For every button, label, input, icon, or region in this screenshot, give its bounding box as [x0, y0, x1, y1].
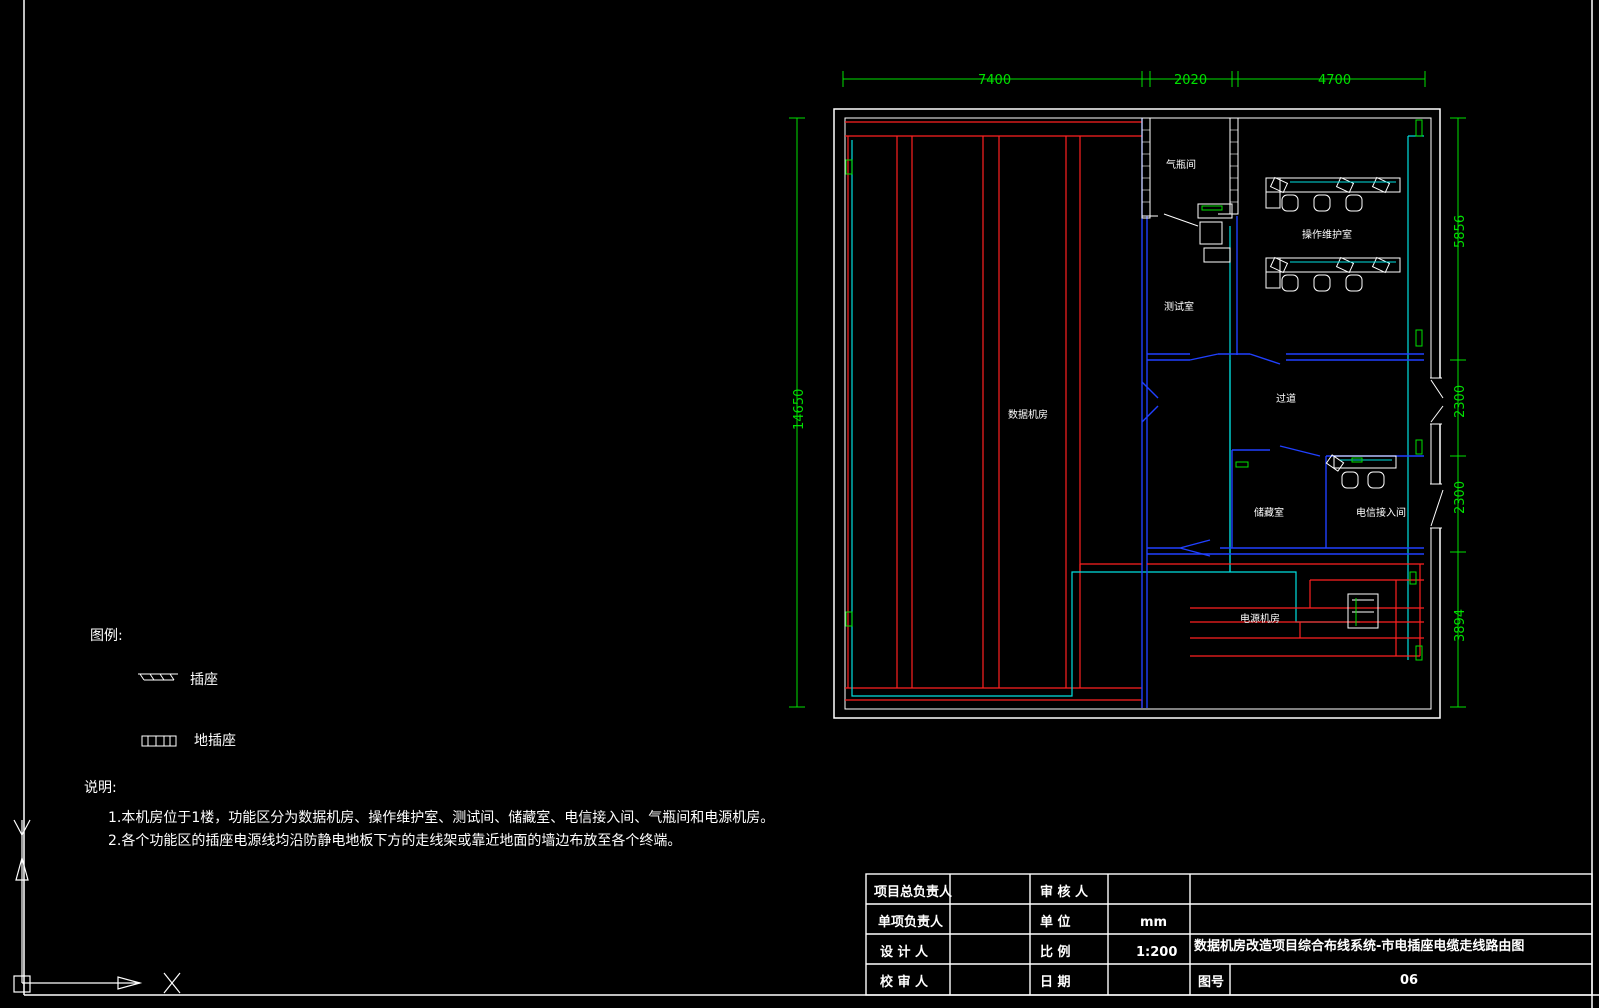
dim-right-1: 5856 [1453, 215, 1468, 248]
floor-plan: 数据机房 气瓶间 操作维护室 测试室 过道 储藏室 电信接入间 电源机房 [833, 108, 1444, 719]
room-label-gas-room: 气瓶间 [1166, 158, 1196, 171]
dim-top-2: 2020 [1174, 73, 1207, 88]
dim-right-4: 3894 [1453, 609, 1468, 642]
tb-item-lead-label: 单项负责人 [878, 914, 944, 930]
cable-trays [1141, 118, 1424, 708]
brick-hatch [1142, 129, 1238, 203]
tb-designer-label: 设 计 人 [880, 944, 929, 960]
room-label-telecom: 电信接入间 [1356, 506, 1406, 519]
title-block [865, 873, 1593, 996]
power-socket-icon [138, 673, 178, 681]
telecom-furniture [1325, 454, 1397, 489]
data-room-power-lines [845, 121, 1143, 708]
room-label-ops-room: 操作维护室 [1302, 228, 1352, 241]
tb-drawing-no: 06 [1400, 973, 1418, 988]
dim-top-1: 7400 [978, 73, 1011, 88]
tb-drawing-no-label: 图号 [1198, 975, 1224, 990]
legend-title: 图例: [90, 628, 123, 644]
tb-reviewer-label: 审 核 人 [1040, 884, 1089, 900]
legend-socket-label: 插座 [190, 672, 218, 688]
tb-scale-label: 比 例 [1040, 944, 1071, 960]
power-cabinet [1347, 593, 1379, 629]
notes-line-2: 2.各个功能区的插座电源线均沿防静电地板下方的走线架或靠近地面的墙边布放至各个终… [108, 833, 681, 849]
tb-unit-value: mm [1140, 915, 1167, 930]
room-label-power-room: 电源机房 [1240, 612, 1280, 625]
power-room-lines [1147, 563, 1424, 657]
socket-markers [845, 119, 1423, 661]
tb-scale-value: 1:200 [1136, 945, 1177, 960]
dim-top-3: 4700 [1318, 73, 1351, 88]
dimension-lines [789, 71, 1466, 708]
room-label-test-room: 测试室 [1164, 300, 1194, 313]
legend-floor-socket-label: 地插座 [194, 733, 236, 749]
tb-date-label: 日 期 [1040, 975, 1071, 990]
room-label-data-room: 数据机房 [1008, 408, 1048, 421]
notes-line-1: 1.本机房位于1楼，功能区分为数据机房、操作维护室、测试间、储藏室、电信接入间、… [108, 809, 774, 826]
room-label-storage: 储藏室 [1254, 506, 1284, 519]
dim-left: 14650 [792, 389, 807, 430]
data-room-cable [851, 135, 1424, 697]
inner-wall [844, 117, 1432, 710]
tb-unit-label: 单 位 [1040, 914, 1071, 930]
ucs-axis-icon [13, 819, 181, 994]
tb-drawing-title: 数据机房改造项目综合布线系统-市电插座电缆走线路由图 [1194, 938, 1524, 954]
ops-room-desk-lines [1290, 181, 1396, 263]
drawing-frame [23, 0, 1599, 1008]
notes-title: 说明: [84, 780, 117, 796]
test-room-desk [1163, 203, 1233, 263]
tb-project-lead-label: 项目总负责人 [874, 884, 953, 900]
outer-wall [833, 108, 1441, 719]
tb-checker-label: 校 审 人 [880, 974, 929, 990]
dim-right-3: 2300 [1453, 481, 1468, 514]
room-label-corridor: 过道 [1276, 392, 1296, 405]
floor-socket-icon [141, 735, 177, 747]
dim-right-2: 2300 [1453, 385, 1468, 418]
door-openings [1428, 377, 1444, 529]
